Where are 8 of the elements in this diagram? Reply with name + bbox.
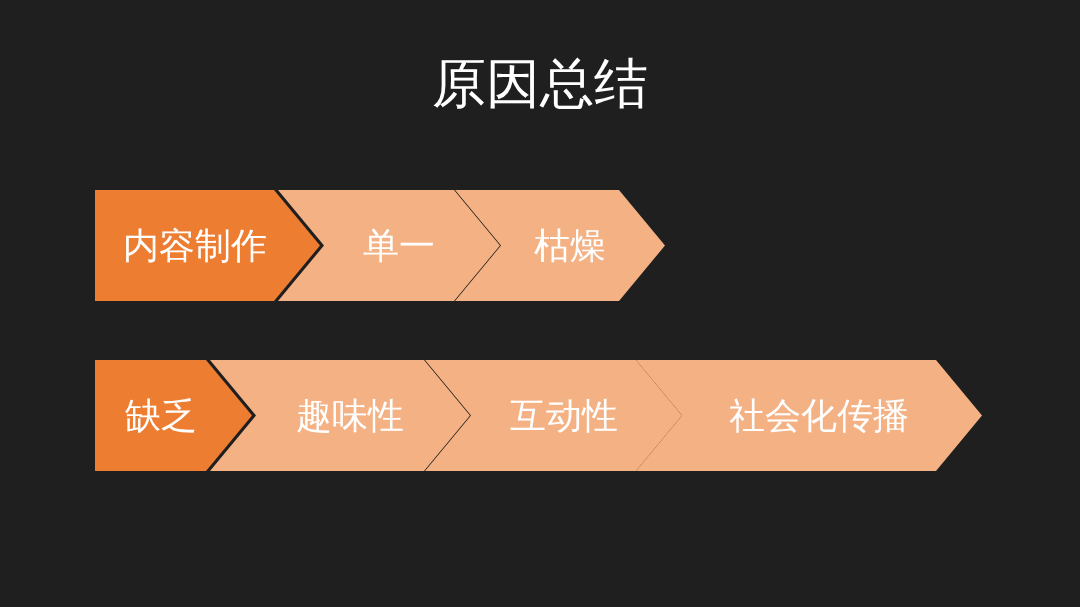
chevron-label: 互动性	[508, 393, 619, 437]
slide-title: 原因总结	[431, 51, 649, 117]
chevron-label: 缺乏	[123, 393, 198, 437]
chevron-label: 枯燥	[533, 223, 607, 267]
chevron-label: 社会化传播	[728, 393, 910, 437]
chevron-label: 趣味性	[295, 393, 405, 437]
chevron-label: 单一	[362, 223, 436, 267]
chevron-label: 内容制作	[121, 223, 268, 267]
